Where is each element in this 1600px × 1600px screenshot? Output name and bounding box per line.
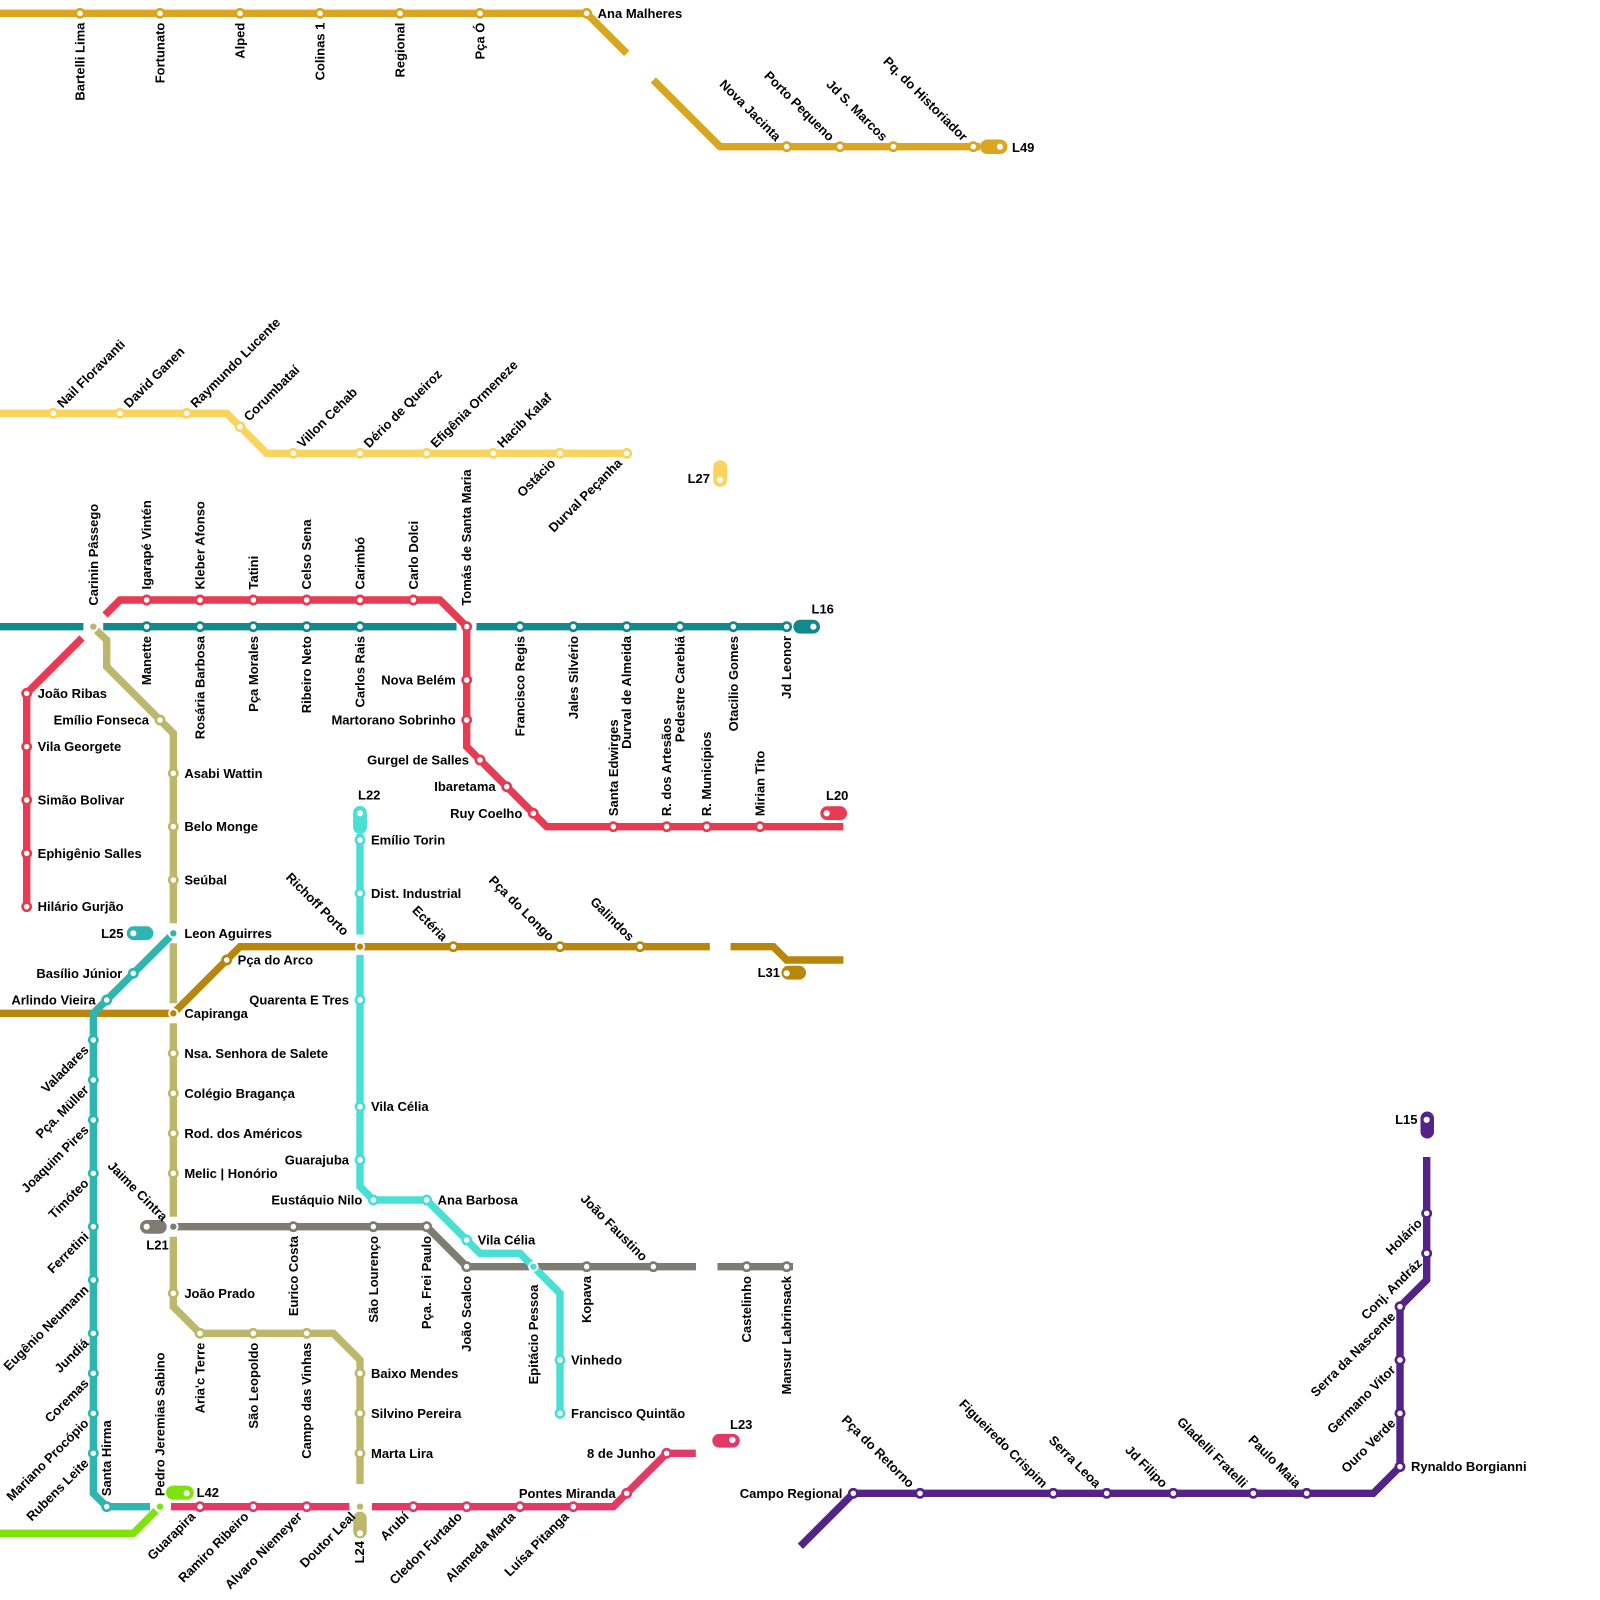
svg-text:Carimbó: Carimbó <box>353 537 368 590</box>
svg-text:Simão Bolivar: Simão Bolivar <box>38 793 125 808</box>
svg-text:Vila Célia: Vila Célia <box>371 1099 429 1114</box>
svg-text:Bartelli Lima: Bartelli Lima <box>73 22 88 101</box>
svg-text:Silvino Pereira: Silvino Pereira <box>371 1406 462 1421</box>
svg-text:Colinas 1: Colinas 1 <box>313 23 328 81</box>
svg-text:Melic | Honório: Melic | Honório <box>184 1166 277 1181</box>
svg-text:Pontes Miranda: Pontes Miranda <box>519 1486 617 1501</box>
svg-text:Kopava: Kopava <box>579 1275 594 1323</box>
svg-text:Dist. Industrial: Dist. Industrial <box>371 886 461 901</box>
svg-text:Emílio Torin: Emílio Torin <box>371 833 445 848</box>
svg-text:Carlos Rais: Carlos Rais <box>353 636 368 708</box>
svg-text:8 de Junho: 8 de Junho <box>587 1446 656 1461</box>
svg-text:Kleber Afonso: Kleber Afonso <box>193 501 208 589</box>
svg-text:Arlindo Vieira: Arlindo Vieira <box>11 993 96 1008</box>
svg-text:L21: L21 <box>146 1238 168 1253</box>
svg-text:Vinhedo: Vinhedo <box>571 1353 622 1368</box>
svg-text:Durval de Almeida: Durval de Almeida <box>619 635 634 749</box>
svg-text:Ribeiro Neto: Ribeiro Neto <box>299 636 314 713</box>
svg-text:R. dos Artesãos: R. dos Artesãos <box>659 718 674 817</box>
svg-text:Capiranga: Capiranga <box>184 1006 248 1021</box>
svg-text:Campo das Vinhas: Campo das Vinhas <box>299 1343 314 1459</box>
svg-text:R. Municípios: R. Municípios <box>699 732 714 817</box>
svg-text:Manette: Manette <box>139 636 154 685</box>
svg-text:L24: L24 <box>352 1540 367 1563</box>
svg-text:L25: L25 <box>101 926 123 941</box>
svg-text:Pça. Frei Paulo: Pça. Frei Paulo <box>419 1236 434 1329</box>
svg-text:São Leopoldo: São Leopoldo <box>246 1343 261 1429</box>
svg-text:Eurico Costa: Eurico Costa <box>286 1235 301 1316</box>
svg-text:Pedro Jeremias Sabino: Pedro Jeremias Sabino <box>153 1352 168 1496</box>
svg-text:Ana Malheres: Ana Malheres <box>598 6 683 21</box>
svg-text:Pça do Arco: Pça do Arco <box>238 953 313 968</box>
svg-text:João Prado: João Prado <box>184 1286 255 1301</box>
svg-text:Epitácio Pessoa: Epitácio Pessoa <box>526 1284 541 1384</box>
svg-text:Pça Ó: Pça Ó <box>473 23 488 60</box>
svg-text:L15: L15 <box>1395 1112 1417 1127</box>
svg-text:Vila Georgete: Vila Georgete <box>38 739 122 754</box>
svg-text:Otacilio Gomes: Otacilio Gomes <box>726 636 741 731</box>
svg-text:São Lourenço: São Lourenço <box>366 1236 381 1323</box>
svg-text:Gurgel de Salles: Gurgel de Salles <box>367 753 469 768</box>
svg-text:Mirian Tito: Mirian Tito <box>753 751 768 817</box>
svg-text:Nova Belém: Nova Belém <box>381 673 455 688</box>
svg-text:Rod. dos Américos: Rod. dos Américos <box>184 1126 302 1141</box>
svg-text:L42: L42 <box>197 1485 219 1500</box>
svg-text:L20: L20 <box>826 788 848 803</box>
svg-text:Asabi Wattin: Asabi Wattin <box>184 766 262 781</box>
svg-text:Tomás de Santa Maria: Tomás de Santa Maria <box>459 469 474 606</box>
svg-text:Aria'c Terre: Aria'c Terre <box>193 1343 208 1414</box>
svg-text:Nsa. Senhora de Salete: Nsa. Senhora de Salete <box>184 1046 328 1061</box>
svg-text:Campo Regional: Campo Regional <box>740 1486 843 1501</box>
svg-text:Jd Leonor: Jd Leonor <box>779 636 794 699</box>
svg-text:L27: L27 <box>688 471 710 486</box>
svg-text:Emílio Fonseca: Emílio Fonseca <box>54 713 150 728</box>
svg-text:Belo Monge: Belo Monge <box>184 819 258 834</box>
svg-text:Martorano Sobrinho: Martorano Sobrinho <box>331 713 455 728</box>
svg-text:Quarenta E Tres: Quarenta E Tres <box>249 993 349 1008</box>
svg-text:Guarajuba: Guarajuba <box>285 1153 350 1168</box>
svg-text:L16: L16 <box>812 602 834 617</box>
svg-text:Basílio Júnior: Basílio Júnior <box>36 966 122 981</box>
svg-text:João Scalco: João Scalco <box>459 1276 474 1352</box>
svg-text:Colégio Bragança: Colégio Bragança <box>184 1086 295 1101</box>
svg-text:Rosária Barbosa: Rosária Barbosa <box>193 635 208 739</box>
svg-text:Vila Célia: Vila Célia <box>478 1233 536 1248</box>
svg-text:L49: L49 <box>1012 140 1034 155</box>
svg-text:Seúbal: Seúbal <box>184 873 227 888</box>
svg-text:Eustáquio Nilo: Eustáquio Nilo <box>271 1193 362 1208</box>
svg-text:Francisco Regis: Francisco Regis <box>513 636 528 736</box>
svg-text:Ibaretama: Ibaretama <box>434 779 496 794</box>
svg-text:Regional: Regional <box>393 23 408 78</box>
svg-text:L31: L31 <box>758 965 780 980</box>
svg-text:Ruy Coelho: Ruy Coelho <box>450 806 522 821</box>
svg-text:Santa Hirma: Santa Hirma <box>99 1420 114 1497</box>
svg-text:Tatini: Tatini <box>246 556 261 590</box>
svg-text:Alped: Alped <box>233 23 248 59</box>
svg-text:Igarapé Vintén: Igarapé Vintén <box>139 500 154 589</box>
svg-text:Marta Lira: Marta Lira <box>371 1446 434 1461</box>
svg-text:Baixo Mendes: Baixo Mendes <box>371 1366 458 1381</box>
svg-text:Santa Edwirges: Santa Edwirges <box>606 719 621 816</box>
svg-text:Fortunato: Fortunato <box>153 23 168 84</box>
svg-text:Mansur Labrinsack: Mansur Labrinsack <box>779 1275 794 1394</box>
svg-text:Francisco Quintão: Francisco Quintão <box>571 1406 685 1421</box>
svg-text:L23: L23 <box>730 1417 752 1432</box>
svg-text:Pedestre Carebiá: Pedestre Carebiá <box>673 635 688 742</box>
svg-text:Carlo Dolci: Carlo Dolci <box>406 521 421 590</box>
svg-text:Ephigênio Salles: Ephigênio Salles <box>38 846 142 861</box>
svg-text:Leon Aguirres: Leon Aguirres <box>184 926 272 941</box>
svg-text:Pça Morales: Pça Morales <box>246 636 261 712</box>
svg-text:Carinin Pâssego: Carinin Pâssego <box>86 504 101 606</box>
svg-text:Castelinho: Castelinho <box>739 1276 754 1343</box>
svg-text:Jales Silvério: Jales Silvério <box>566 636 581 719</box>
svg-text:João Ribas: João Ribas <box>38 686 107 701</box>
svg-text:L22: L22 <box>358 788 380 803</box>
svg-text:Rynaldo Borgianni: Rynaldo Borgianni <box>1411 1459 1527 1474</box>
svg-text:Hilário Gurjão: Hilário Gurjão <box>38 899 124 914</box>
svg-text:Ana Barbosa: Ana Barbosa <box>438 1193 519 1208</box>
svg-text:Celso Sena: Celso Sena <box>299 519 314 590</box>
